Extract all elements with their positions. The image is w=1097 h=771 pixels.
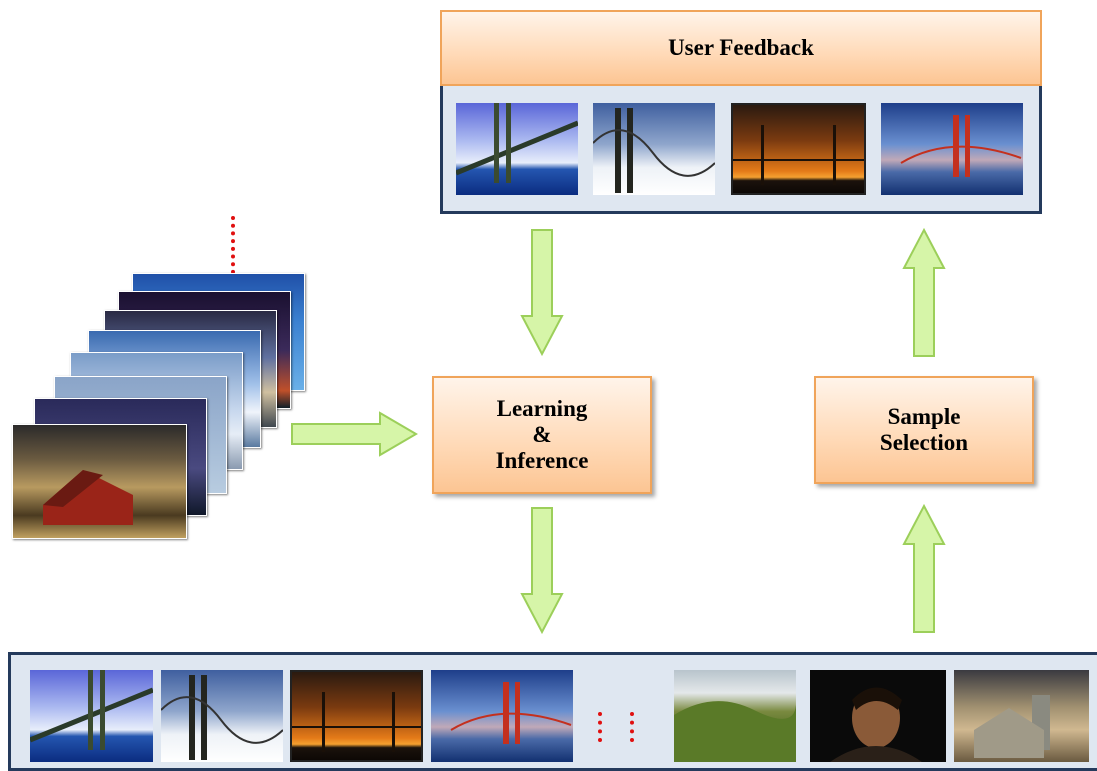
feedback-thumb-sunset (731, 103, 866, 195)
results-ellipsis-dots-right (630, 712, 638, 742)
user-feedback-box: User Feedback (440, 10, 1042, 86)
stack-continuation-dots (231, 216, 239, 274)
arrow-results-to-sample (902, 503, 946, 633)
arrow-database-to-learning (291, 411, 418, 457)
learning-inference-box: Learning & Inference (432, 376, 652, 494)
feedback-thumb-bridge (456, 103, 578, 195)
selection-label: Selection (879, 430, 969, 455)
result-thumb-golden-gate-dusk (431, 670, 573, 762)
learning-label: Learning (496, 396, 588, 421)
inference-label: Inference (495, 448, 589, 473)
user-feedback-title: User Feedback (668, 35, 814, 60)
ampersand-label: & (532, 422, 552, 447)
result-thumb-bridge (30, 670, 153, 762)
feedback-thumb-golden-gate-dusk (881, 103, 1023, 195)
arrow-feedback-to-learning (520, 229, 564, 357)
result-thumb-golden-gate-fog (161, 670, 283, 762)
sample-label: Sample (887, 404, 961, 429)
arrow-sample-to-feedback (902, 227, 946, 357)
arrow-learning-to-results (520, 507, 564, 635)
results-ellipsis-dots-left (598, 712, 606, 742)
result-thumb-portrait (810, 670, 946, 762)
sample-selection-box: Sample Selection (814, 376, 1034, 484)
result-thumb-sunset (290, 670, 423, 762)
feedback-thumb-golden-gate-fog (593, 103, 715, 195)
result-thumb-green-hills (674, 670, 796, 762)
stack-image-barn (12, 424, 187, 539)
result-thumb-barn-silo (954, 670, 1089, 762)
